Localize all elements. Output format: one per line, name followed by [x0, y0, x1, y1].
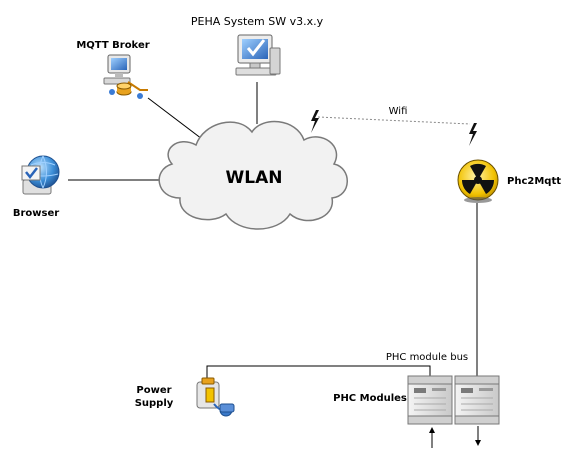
power-supply-label-line1: Power: [136, 385, 171, 396]
peha-system-label: PEHA System SW v3.x.y: [191, 15, 324, 28]
power-supply-label-line2: Supply: [135, 398, 174, 409]
globe-checkmark-icon: [21, 155, 60, 195]
phc2mqtt-node: Phc2Mqtt: [457, 159, 561, 203]
browser-node: Browser: [13, 155, 60, 219]
wifi-signal-icon: [311, 110, 319, 133]
server-computer-icon: [103, 54, 148, 99]
monitor-checkmark-icon: [235, 34, 281, 76]
radiation-icon: [457, 159, 499, 203]
wifi-signal-icon: [469, 123, 477, 146]
power-supply-node: Power Supply: [135, 377, 235, 417]
din-rail-module-icon: [407, 375, 453, 425]
mqtt-broker-node: MQTT Broker: [76, 40, 150, 99]
mqtt-broker-label: MQTT Broker: [76, 40, 149, 51]
power-supply-icon: [196, 377, 235, 417]
browser-label: Browser: [13, 208, 59, 219]
wifi-label: Wifi: [389, 106, 408, 117]
phc2mqtt-label: Phc2Mqtt: [507, 176, 561, 187]
phc-modules-node: PHC Modules: [333, 375, 500, 425]
connections: [68, 82, 481, 448]
link-wifi: [317, 116, 471, 125]
din-rail-module-icon: [454, 375, 500, 425]
wlan-cloud: WLAN: [158, 120, 348, 230]
phc-modules-label: PHC Modules: [333, 393, 407, 404]
peha-system-node: PEHA System SW v3.x.y: [191, 15, 324, 76]
module-bus-label: PHC module bus: [386, 352, 468, 363]
link-mqtt-wlan: [147, 97, 207, 143]
module-input-arrow: [429, 427, 435, 448]
wlan-label: WLAN: [226, 168, 283, 188]
link-module-bus: [206, 365, 431, 383]
module-output-arrow: [475, 426, 481, 446]
